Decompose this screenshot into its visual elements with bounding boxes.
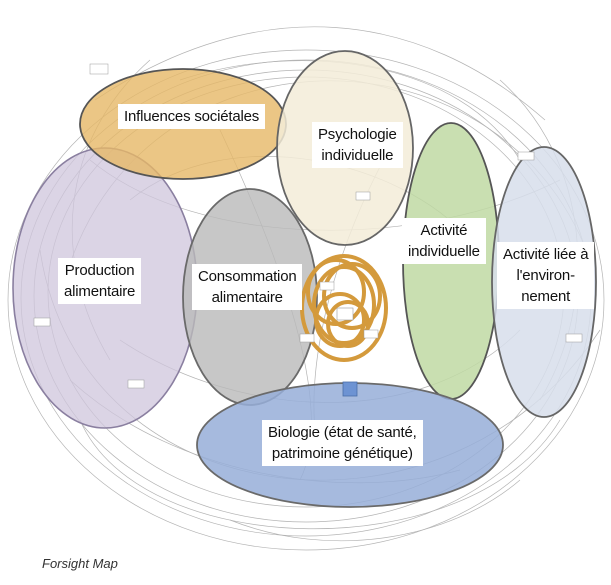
core-loops: [300, 254, 388, 362]
cluster-label-activite-environnement: Activité liée à l'environ- nement: [497, 242, 595, 309]
cluster-label-activite-individuelle: Activité individuelle: [402, 218, 486, 264]
cluster-label-psychologie: Psychologie individuelle: [312, 122, 403, 168]
cluster-label-consommation-text: Consommation alimentaire: [192, 264, 303, 310]
cluster-label-production-text: Production alimentaire: [58, 258, 142, 304]
cluster-label-biologie: Biologie (état de santé, patrimoine géné…: [262, 420, 423, 466]
cluster-label-consommation: Consommation alimentaire: [192, 264, 303, 310]
biologie-core-node: [342, 381, 358, 397]
cluster-label-influences: Influences sociétales: [118, 104, 266, 129]
variable-nodes: [33, 63, 583, 389]
figure-caption: Forsight Map: [42, 556, 118, 571]
core-node: [336, 307, 354, 321]
cluster-label-activite-environnement-text: Activité liée à l'environ- nement: [497, 242, 595, 309]
cluster-label-biologie-text: Biologie (état de santé, patrimoine géné…: [262, 420, 423, 466]
cluster-label-psychologie-text: Psychologie individuelle: [312, 122, 403, 168]
cluster-label-production: Production alimentaire: [58, 258, 142, 304]
cluster-label-activite-individuelle-text: Activité individuelle: [402, 218, 486, 264]
cluster-label-influences-text: Influences sociétales: [118, 104, 266, 129]
